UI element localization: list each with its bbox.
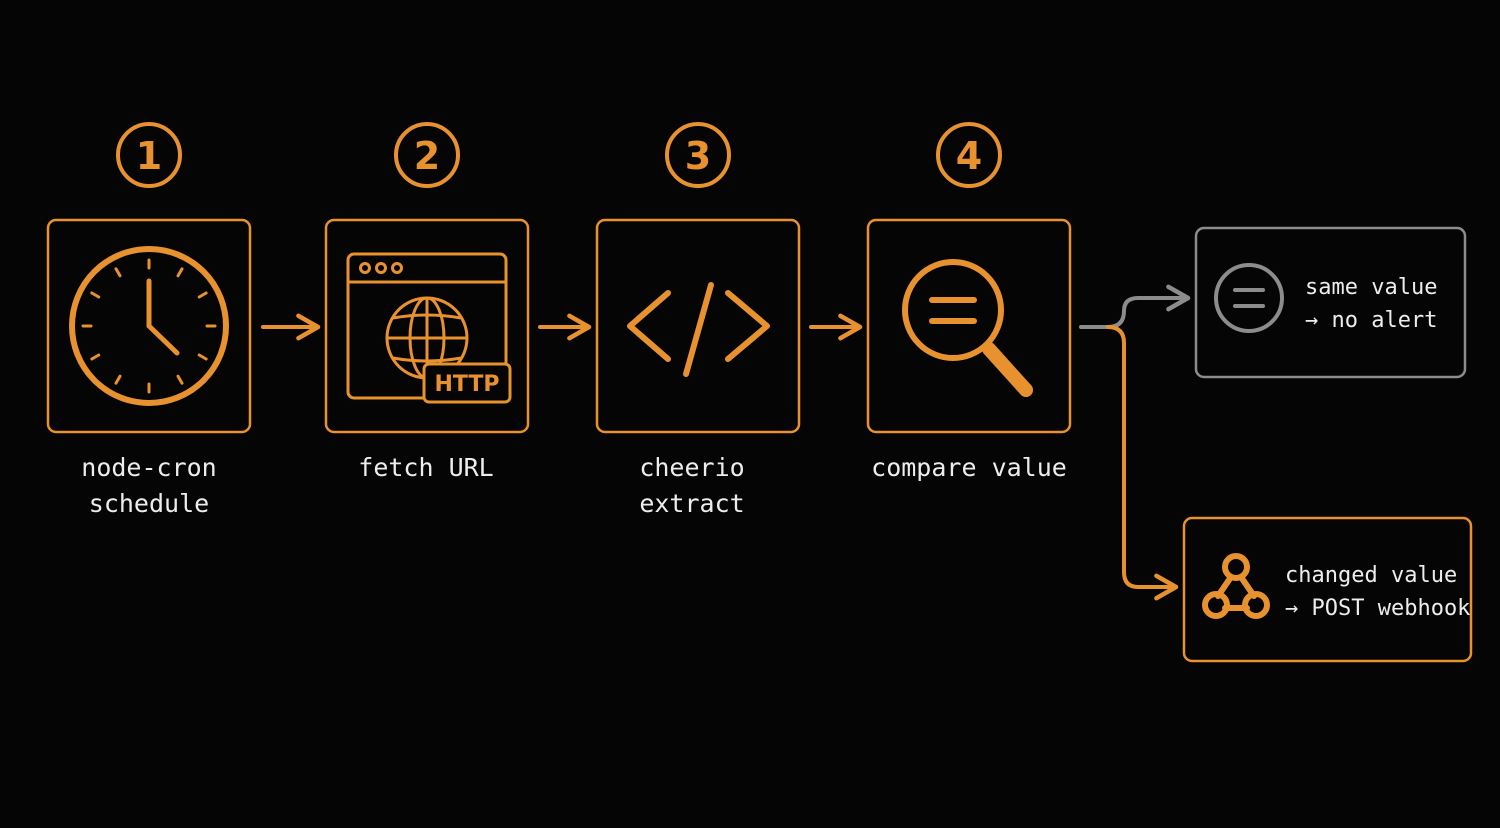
step-1-box [46,218,252,434]
clock-tick [90,353,101,361]
outcome-changed-line-1: changed value [1285,563,1457,588]
webhook-icon [1202,553,1270,619]
step-2-number: 2 [414,134,440,178]
step-3-label-line-1: cheerio [639,453,744,482]
branch-arrow-changed [1106,325,1179,601]
clock-icon [69,246,229,406]
step-2-number-badge: 2 [394,122,460,188]
clock-tick [197,291,208,299]
step-2-box [324,218,530,434]
step-1-label-line-2: schedule [89,489,209,518]
clock-tick [114,267,122,278]
outcome-same-line-1: same value [1305,275,1437,300]
step-1-label-line-1: node-cron [81,453,216,482]
outcome-changed-line-2: → POST webhook [1285,596,1470,621]
code-brackets-icon [627,282,770,377]
clock-tick [114,374,122,385]
step-3-label-line-2: extract [639,489,744,518]
outcome-same-line-2: → no alert [1305,308,1437,333]
step-2-label: fetch URL [358,453,493,482]
step-4-box [866,218,1072,434]
outcome-same-box [1194,226,1467,379]
step-4-number-badge: 4 [936,122,1002,188]
clock-tick [197,353,208,361]
clock-tick [90,291,101,299]
step-1-number-badge: 1 [116,122,182,188]
step-3-box [595,218,801,434]
outcome-changed-box [1182,516,1473,663]
clock-tick [176,374,184,385]
browser-globe-http-icon: HTTP [346,252,512,404]
step-4-label: compare value [871,453,1067,482]
magnifier-equals-icon [902,259,1033,397]
step-3-number: 3 [685,134,711,178]
equals-circle-icon [1214,263,1284,333]
branch-arrow-same [1079,284,1191,329]
clock-tick [176,267,184,278]
http-badge-text: HTTP [434,372,499,397]
step-4-number: 4 [956,134,982,178]
step-1-number: 1 [136,134,162,178]
step-3-number-badge: 3 [665,122,731,188]
